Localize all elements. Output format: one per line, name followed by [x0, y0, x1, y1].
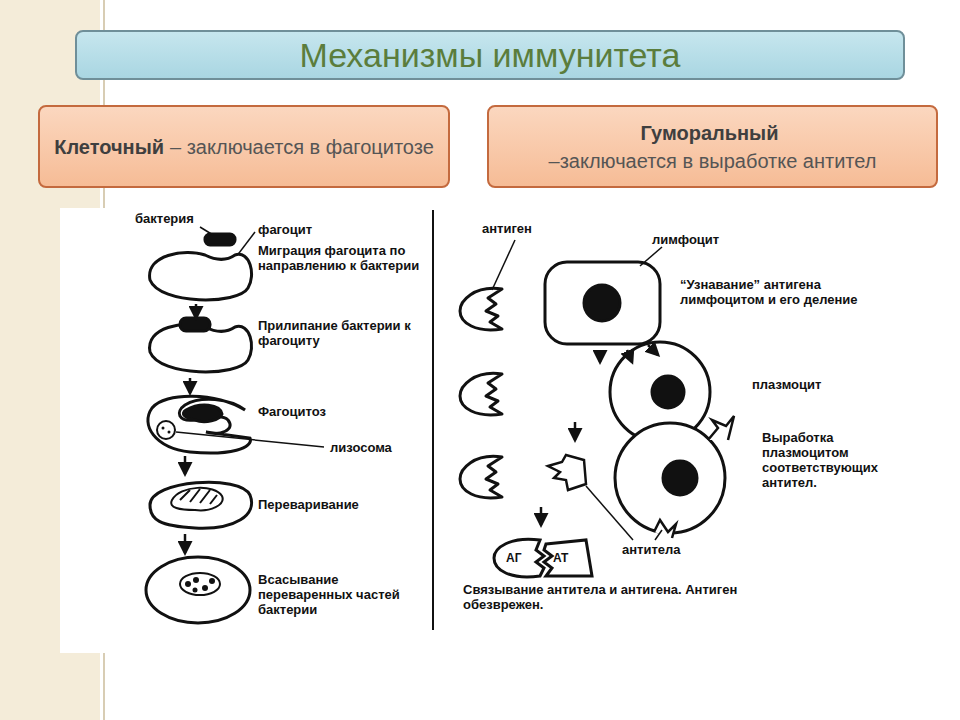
illustration-label: антиген — [482, 221, 532, 236]
title-band: Механизмы иммунитета — [75, 30, 905, 80]
title-text: Механизмы иммунитета — [300, 36, 681, 75]
phagocytosis-figure — [146, 227, 324, 623]
illustration-label: Выработка плазмоцитом соответствующих ан… — [762, 430, 887, 490]
illustration-label: АГ — [506, 551, 521, 566]
illustration-label: Миграция фагоцита по направлению к бакте… — [258, 243, 430, 273]
illustration-label: бактерия — [135, 211, 194, 226]
illustration-label: “Узнавание” антигена лимфоцитом и его де… — [680, 277, 860, 307]
type-box: Гуморальный–заключается в выработке анти… — [487, 105, 938, 188]
illustration-label: АТ — [553, 551, 568, 566]
illustration-label: лизосома — [330, 440, 392, 455]
illustration-label: Фагоцитоз — [258, 404, 326, 419]
type-name: Гуморальный — [641, 119, 779, 147]
illustration-label: Связывание антитела и антигена. Антиген … — [463, 582, 803, 612]
divider — [432, 210, 434, 630]
type-box: Клеточный– заключается в фагоцитозе — [38, 105, 450, 188]
type-name: Клеточный — [54, 133, 164, 161]
type-description: –заключается в выработке антител — [549, 147, 877, 175]
illustration-label: плазмоцит — [752, 377, 821, 392]
humoral-arrows — [541, 345, 658, 525]
illustration-label: фагоцит — [258, 222, 312, 237]
illustration-label: Прилипание бактерии к фагоциту — [258, 318, 430, 348]
illustration-label: лимфоцит — [652, 232, 719, 247]
illustration-label: антитела — [622, 542, 681, 557]
type-description: – заключается в фагоцитозе — [170, 133, 434, 161]
stage-arrows — [185, 304, 196, 553]
illustration-label: Всасывание переваренных частей бактерии — [258, 572, 430, 617]
illustration-label: Переваривание — [258, 497, 359, 512]
